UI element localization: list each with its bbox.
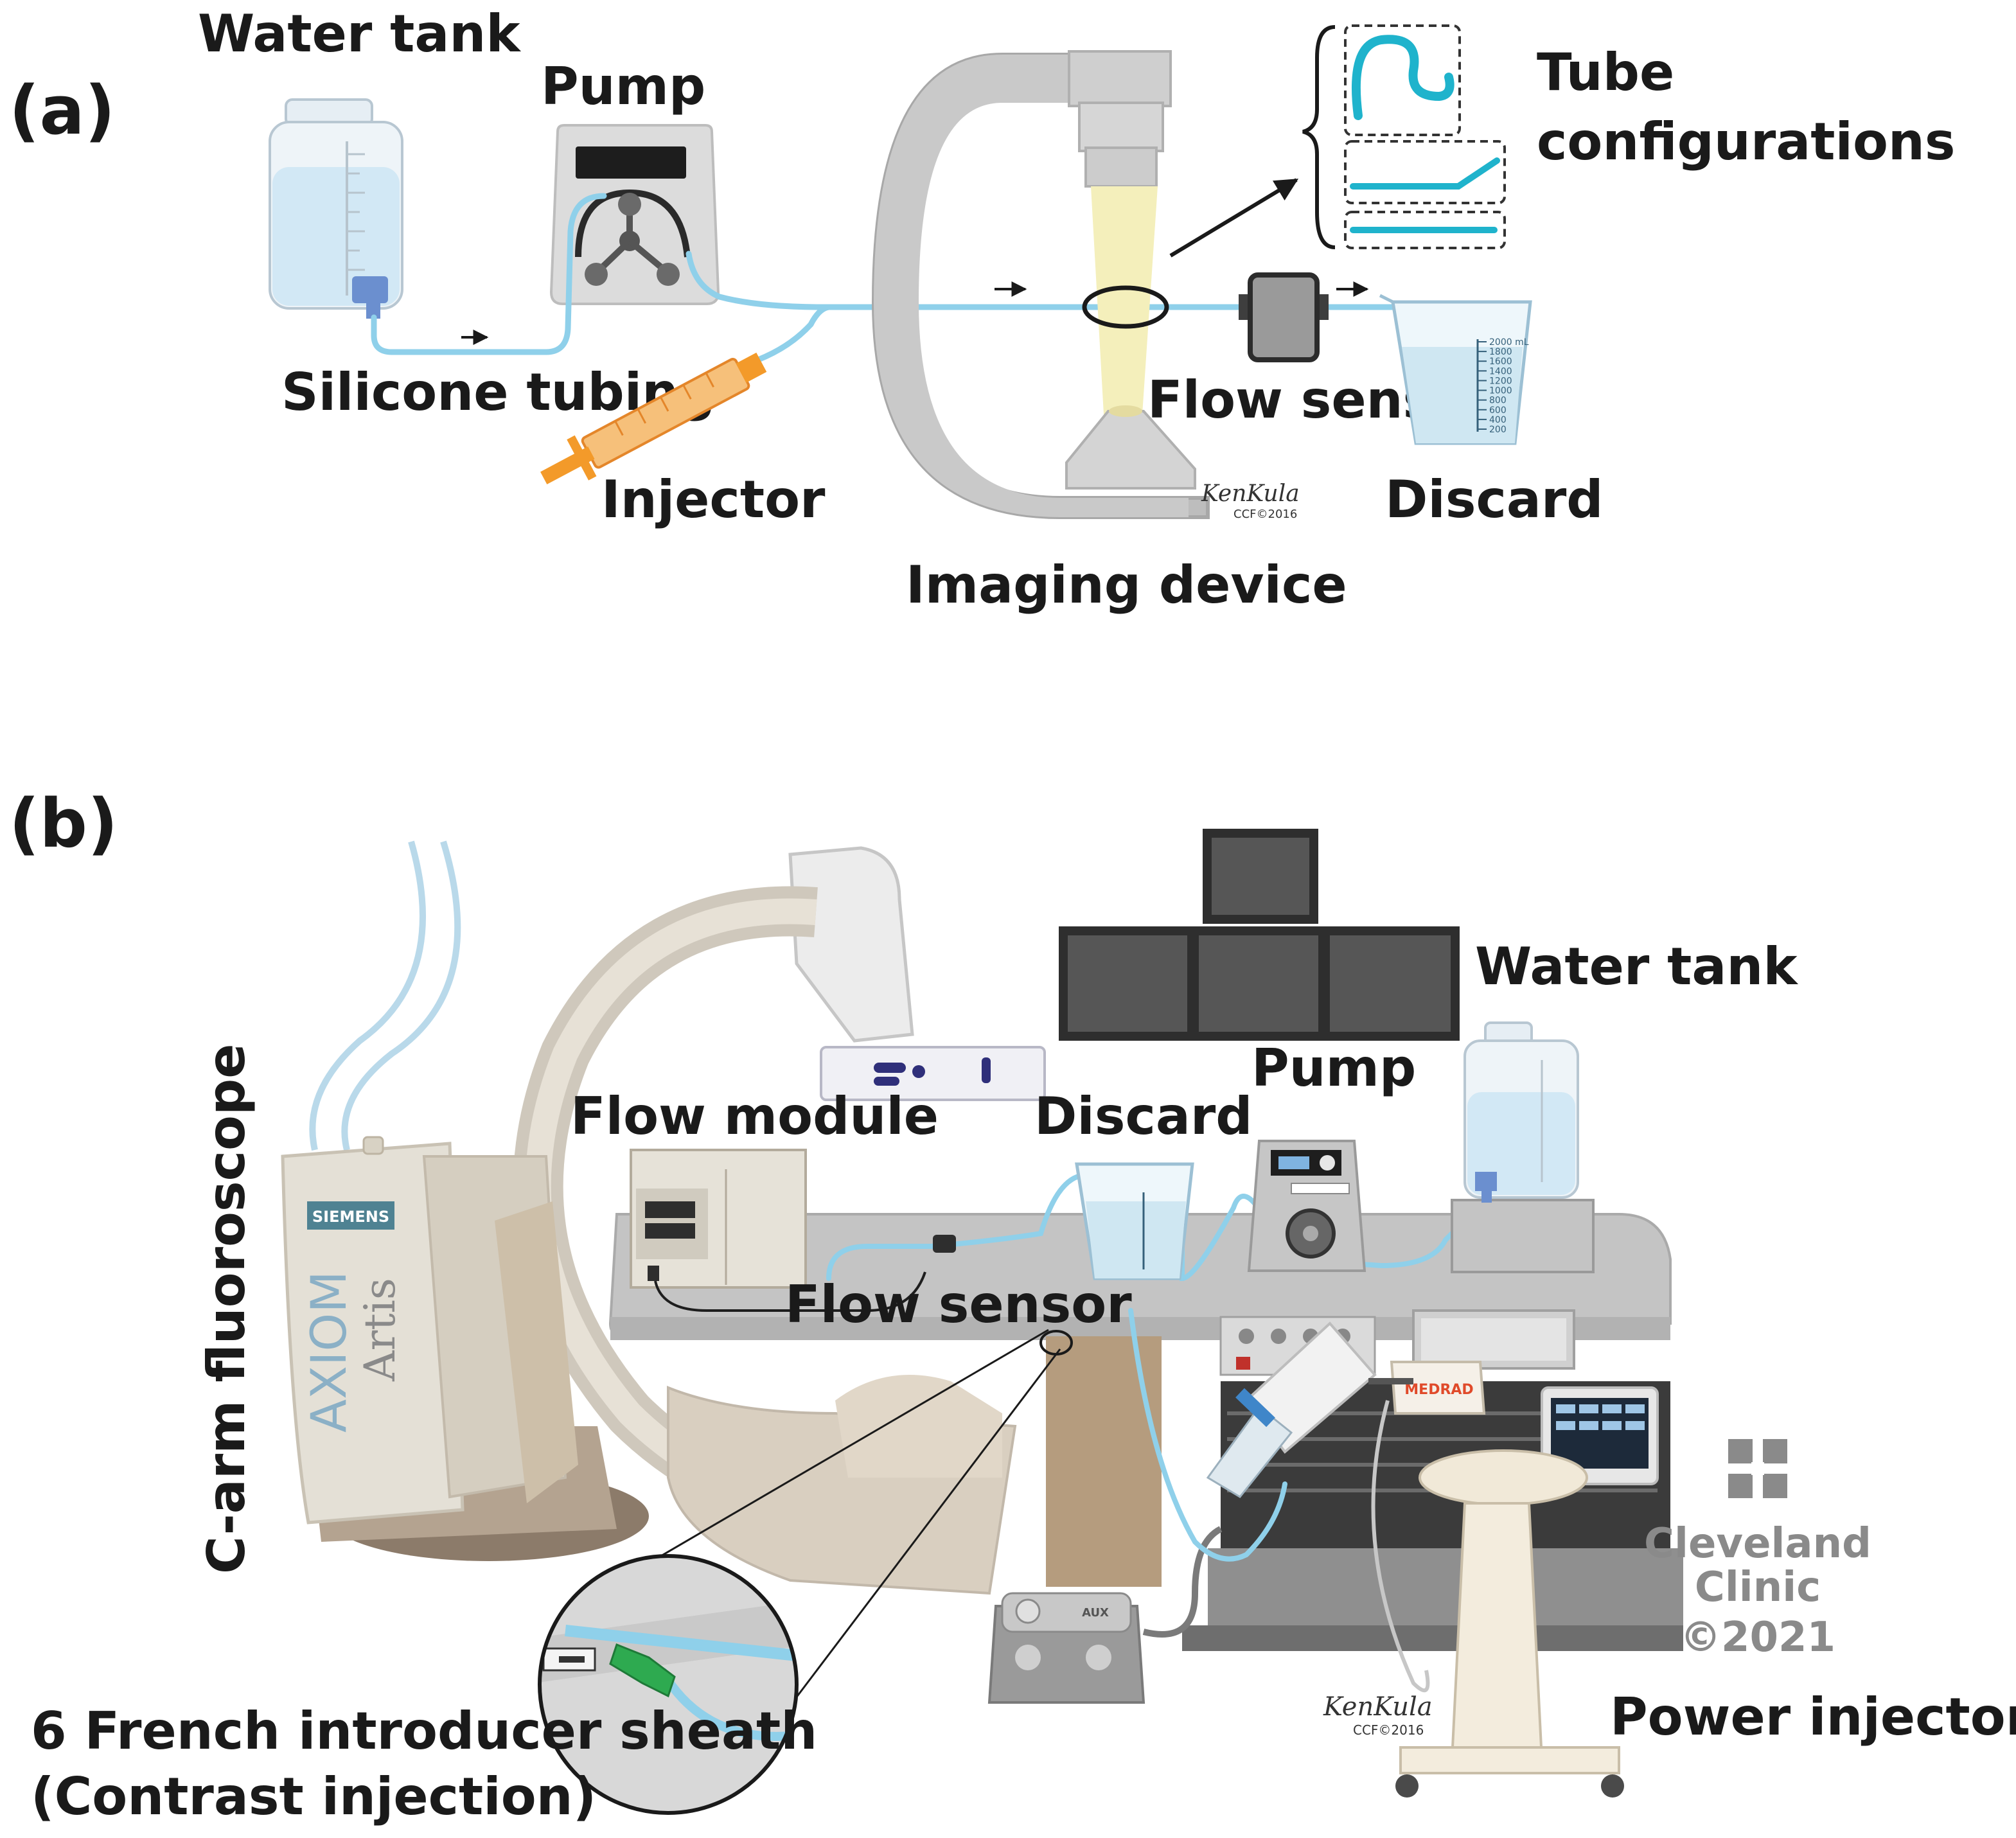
beaker-tick-label: 1800 bbox=[1489, 347, 1512, 357]
beaker-tick-label: 2000 mL bbox=[1489, 337, 1529, 348]
ceiling-cables bbox=[309, 840, 461, 1151]
beaker-tick-label: 200 bbox=[1489, 425, 1507, 435]
sheath-magnifier bbox=[538, 1329, 1073, 1815]
flow-module-label: Flow module bbox=[570, 1086, 939, 1146]
power-injector-label: Power injector bbox=[1610, 1687, 2016, 1747]
zoom-arrow-a bbox=[1169, 178, 1299, 258]
panel-b-label: (b) bbox=[9, 784, 118, 863]
flow-sensor-a-icon bbox=[1239, 272, 1329, 362]
artist-signature-a: KenKula bbox=[1201, 481, 1300, 507]
beaker-tick-label: 600 bbox=[1489, 405, 1507, 416]
clinic-brand-2: Clinic bbox=[1695, 1564, 1821, 1611]
sheath-label-1: 6 French introducer sheath bbox=[31, 1701, 817, 1761]
water-tank-b-label: Water tank bbox=[1475, 937, 1798, 996]
artist-credit-a: CCF©2016 bbox=[1233, 508, 1297, 521]
clinic-brand-1: Cleveland bbox=[1644, 1520, 1871, 1568]
beaker-tick-label: 1200 bbox=[1489, 376, 1512, 386]
foot-pedal-icon: AUX bbox=[987, 1526, 1223, 1704]
discard-a-label: Discard bbox=[1385, 470, 1604, 529]
monitor-bank-icon bbox=[1059, 829, 1460, 1041]
tube-configurations-label-1: Tube bbox=[1537, 42, 1674, 102]
beaker-tick-label: 800 bbox=[1489, 396, 1507, 406]
discard-b-label: Discard bbox=[1034, 1086, 1253, 1146]
c-arm-fluoroscope-label: C-arm fluoroscope bbox=[197, 1043, 256, 1574]
medrad-brand: MEDRAD bbox=[1404, 1382, 1473, 1398]
beaker-tick-label: 1600 bbox=[1489, 357, 1512, 367]
pump-a-icon bbox=[549, 124, 720, 305]
tube-configurations-icon bbox=[1302, 24, 1506, 249]
flow-sensor-b-icon bbox=[933, 1235, 956, 1253]
c-arm-base-icon: SIEMENS AXIOM Artis bbox=[281, 1136, 649, 1561]
aux-pedal-label: AUX bbox=[1082, 1606, 1109, 1620]
panel-a-label: (a) bbox=[9, 71, 115, 150]
detector-housing-icon bbox=[788, 846, 1046, 1101]
artist-credit-b: CCF©2016 bbox=[1353, 1722, 1424, 1738]
pump-a-label: Pump bbox=[541, 57, 705, 116]
flow-module-icon bbox=[630, 1149, 926, 1312]
discard-beaker-b-icon bbox=[1075, 1162, 1194, 1280]
water-tank-b-icon bbox=[1451, 1021, 1595, 1273]
water-tank-a-label: Water tank bbox=[198, 4, 521, 64]
beaker-tick-label: 1400 bbox=[1489, 366, 1512, 376]
panel-b: (b) bbox=[9, 784, 2016, 1826]
imaging-device-a-label: Imaging device bbox=[906, 555, 1347, 615]
flow-sensor-b-label: Flow sensor bbox=[785, 1275, 1132, 1334]
pump-b-label: Pump bbox=[1251, 1038, 1416, 1098]
pump-b-icon bbox=[1247, 1140, 1366, 1272]
water-tank-a-icon bbox=[269, 98, 403, 319]
injector-a-icon bbox=[540, 352, 767, 484]
injector-a-label: Injector bbox=[601, 470, 826, 529]
siemens-badge: SIEMENS bbox=[312, 1208, 389, 1226]
artis-brand: Artis bbox=[355, 1278, 405, 1382]
power-injector-icon: MEDRAD bbox=[1206, 1321, 1659, 1798]
imaging-device-a-icon bbox=[871, 50, 1210, 519]
clinic-brand-year: ©2021 bbox=[1680, 1614, 1835, 1661]
panel-a: (a) Water tank bbox=[9, 4, 1955, 615]
tube-configurations-label-2: configurations bbox=[1537, 112, 1955, 172]
artist-signature-b: KenKula bbox=[1323, 1692, 1433, 1722]
sheath-label-2: (Contrast injection) bbox=[31, 1767, 596, 1826]
cleveland-clinic-logo-icon bbox=[1728, 1439, 1787, 1498]
axiom-brand: AXIOM bbox=[300, 1271, 357, 1433]
beaker-tick-label: 1000 bbox=[1489, 386, 1512, 396]
beaker-tick-label: 400 bbox=[1489, 415, 1507, 425]
